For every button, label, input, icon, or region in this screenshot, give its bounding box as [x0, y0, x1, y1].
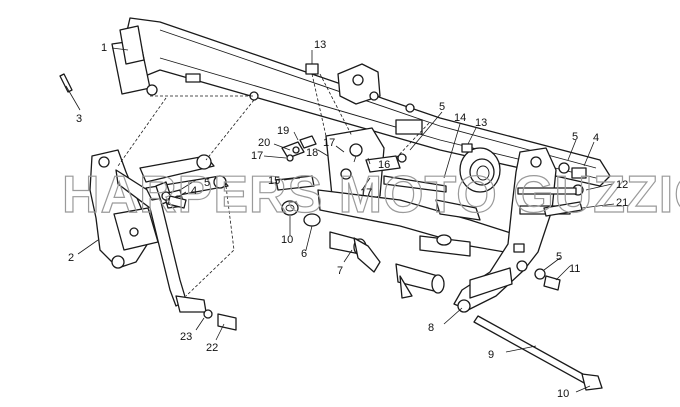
callout-17-left: 17 — [251, 150, 263, 162]
brake-rod — [473, 315, 603, 391]
callout-11: 11 — [569, 263, 580, 275]
callout-13-top: 13 — [314, 39, 326, 51]
callout-12: 12 — [616, 179, 628, 191]
callout-18: 18 — [306, 147, 318, 159]
callout-4-right: 4 — [593, 132, 599, 144]
callout-10-left: 10 — [281, 234, 293, 246]
callout-5-left: 5 — [204, 177, 210, 189]
callout-8: 8 — [428, 322, 434, 334]
pin — [59, 73, 73, 93]
fasteners — [161, 63, 587, 331]
callout-9: 9 — [488, 349, 494, 361]
callout-labels: 1 2 3 4 4 5 5 5 5 6 7 8 9 10 10 11 12 13… — [68, 39, 628, 400]
callout-5-lower-right: 5 — [556, 251, 562, 263]
callout-1: 1 — [101, 42, 107, 54]
callout-5-center: 5 — [439, 101, 445, 113]
callout-22: 22 — [206, 342, 218, 354]
watermark-text: HARPERS MOTO GUZZIO — [62, 166, 680, 224]
frame-rail — [111, 17, 611, 187]
callout-15: 15 — [268, 175, 280, 187]
left-footrest-bracket — [89, 149, 207, 313]
callout-17-center: 17 — [323, 137, 335, 149]
center-brake-mechanism — [275, 73, 447, 207]
callout-7: 7 — [337, 265, 343, 277]
hub-drum — [459, 147, 501, 193]
callout-20: 20 — [258, 137, 270, 149]
callout-14: 14 — [454, 112, 466, 124]
callout-13-right: 13 — [475, 117, 487, 129]
callout-19: 19 — [277, 125, 289, 137]
callout-10-right: 10 — [557, 388, 569, 400]
callout-3: 3 — [76, 113, 82, 125]
spacers — [281, 200, 321, 227]
right-linkage-arm — [317, 189, 529, 299]
leader-lines — [65, 47, 615, 393]
callout-21: 21 — [616, 197, 628, 209]
callout-6: 6 — [301, 248, 307, 260]
callout-4-left: 4 — [191, 185, 197, 197]
callout-2: 2 — [68, 252, 74, 264]
callout-5-upper-right: 5 — [572, 131, 578, 143]
callout-16: 16 — [378, 159, 390, 171]
callout-17-lower: 17 — [360, 187, 372, 199]
callout-23: 23 — [180, 331, 192, 343]
